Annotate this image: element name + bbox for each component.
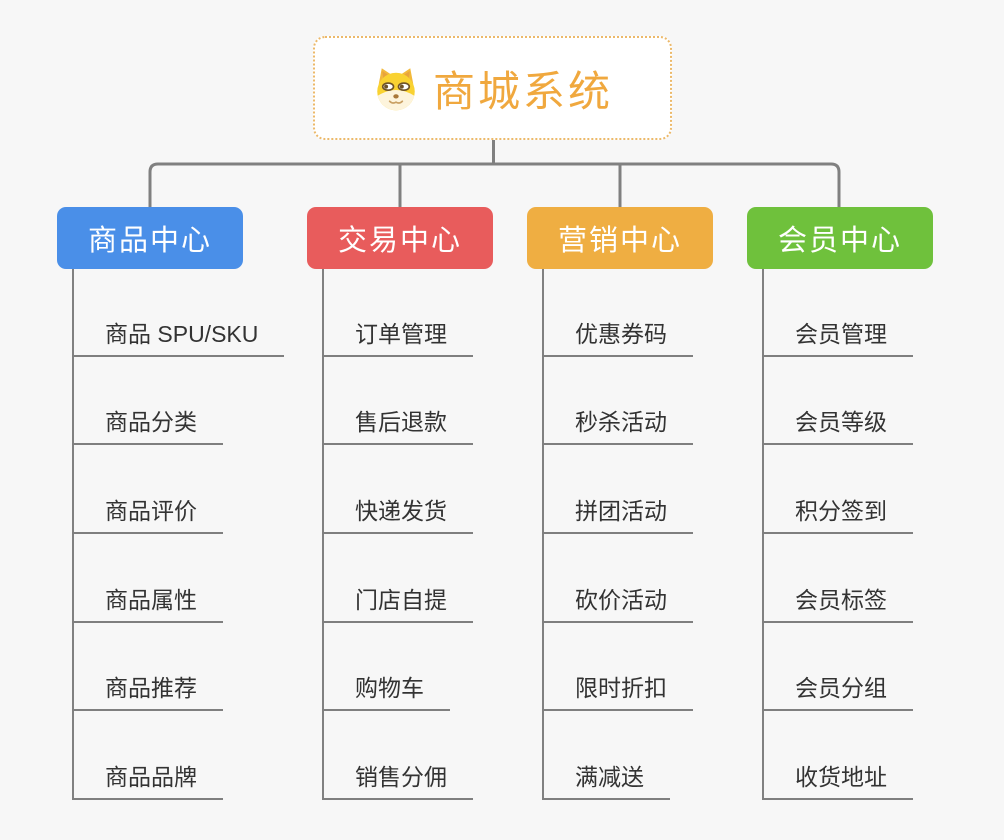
item-node[interactable]: 购物车 [322,673,450,711]
item-node[interactable]: 商品 SPU/SKU [72,319,285,357]
item-node[interactable]: 秒杀活动 [542,407,693,445]
item-node[interactable]: 满减送 [542,762,670,800]
branch-spine-line [72,269,74,800]
branch-label: 交易中心 [337,225,462,257]
item-node[interactable]: 会员管理 [762,319,913,357]
item-node[interactable]: 会员分组 [762,673,913,711]
item-node[interactable]: 商品评价 [72,496,223,534]
item-node[interactable]: 订单管理 [322,319,473,357]
branch-node[interactable]: 交易中心 [307,207,493,269]
branch-label: 营销中心 [557,225,682,257]
root-node[interactable]: 商城系统 [313,36,672,140]
branch-spine-line [542,269,544,800]
item-node[interactable]: 收货地址 [762,762,913,800]
item-node[interactable]: 会员等级 [762,407,913,445]
item-node[interactable]: 砍价活动 [542,585,693,623]
doge-icon [372,66,420,111]
item-node[interactable]: 销售分佣 [322,762,473,800]
item-node[interactable]: 商品属性 [72,585,223,623]
root-title: 商城系统 [432,67,613,115]
item-node[interactable]: 会员标签 [762,585,913,623]
item-node[interactable]: 限时折扣 [542,673,693,711]
branch-label: 商品中心 [87,225,212,257]
branch-spine-line [762,269,764,800]
branch-label: 会员中心 [777,225,902,257]
item-node[interactable]: 积分签到 [762,496,913,534]
branch-node[interactable]: 商品中心 [57,207,243,269]
item-node[interactable]: 优惠券码 [542,319,693,357]
item-node[interactable]: 拼团活动 [542,496,693,534]
item-node[interactable]: 商品推荐 [72,673,223,711]
item-node[interactable]: 商品分类 [72,407,223,445]
item-node[interactable]: 门店自提 [322,585,473,623]
item-node[interactable]: 快递发货 [322,496,473,534]
branch-node[interactable]: 营销中心 [527,207,713,269]
branch-node[interactable]: 会员中心 [747,207,933,269]
item-node[interactable]: 商品品牌 [72,762,223,800]
branch-spine-line [322,269,324,800]
item-node[interactable]: 售后退款 [322,407,473,445]
